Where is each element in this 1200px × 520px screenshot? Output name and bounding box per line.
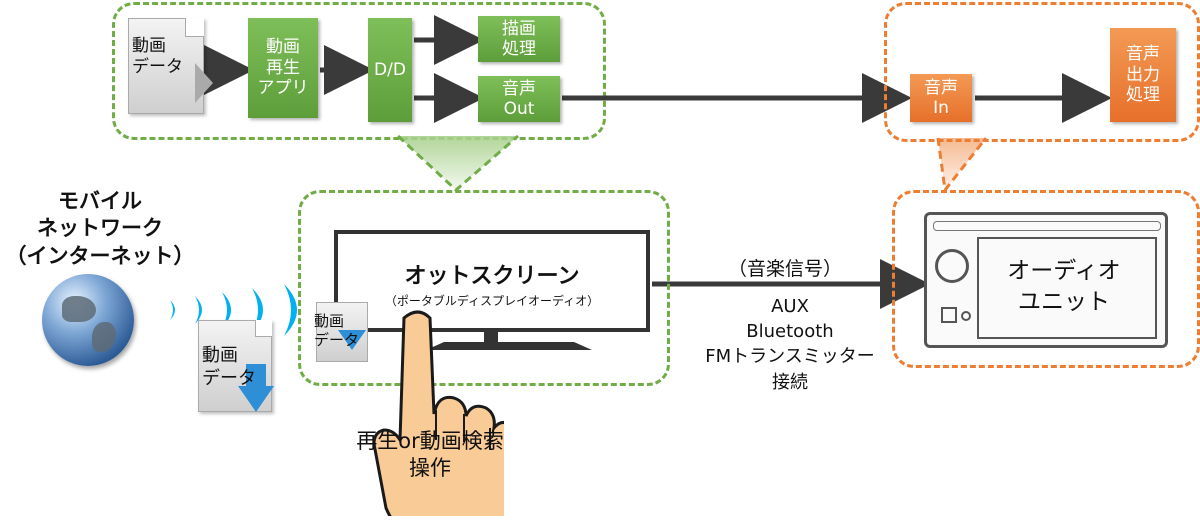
- screen-file-label: 動画 データ: [314, 312, 360, 349]
- screen-file-arrow-icon: [338, 330, 366, 350]
- audio-output-process-box: 音声 出力 処理: [1110, 28, 1176, 122]
- source-file-label: 動画 データ: [132, 36, 183, 78]
- audio-unit-label: オーディオ ユニット: [1007, 258, 1121, 316]
- mobile-network-label: モバイル ネットワーク （インターネット）: [5, 189, 195, 268]
- download-arrow-icon: [246, 364, 266, 386]
- video-file-icon: [128, 18, 213, 114]
- screen-title: オットスクリーン: [404, 264, 580, 289]
- hand-pointer-icon: [372, 310, 504, 516]
- audio-sink-callout: [884, 2, 1200, 142]
- render-process-box: 描画 処理: [478, 16, 560, 62]
- audio-in-box: 音声 In: [910, 74, 972, 122]
- portable-display: [334, 230, 650, 332]
- source-pipeline-callout: [112, 2, 606, 140]
- operation-label: 再生or動画検索 操作: [356, 429, 504, 481]
- video-player-app-box: 動画 再生 アプリ: [248, 18, 318, 118]
- music-signal-label: （音楽信号）: [727, 258, 842, 280]
- screen-subtitle: （ポータブルディスプレイオーディオ）: [384, 294, 600, 308]
- screen-callout: [298, 190, 670, 386]
- display-stand: [484, 332, 498, 342]
- audio-unit-callout: [892, 190, 1200, 368]
- dd-box: D/D: [368, 18, 412, 122]
- connection-methods-label: AUX Bluetooth FMトランスミッター 接続: [705, 296, 875, 393]
- globe-icon: [42, 274, 134, 366]
- download-arrow-head: [238, 386, 274, 412]
- audio-out-box: 音声 Out: [478, 76, 560, 122]
- car-audio-unit: [924, 212, 1168, 348]
- download-file-label: 動画 データ: [202, 345, 256, 390]
- orange-callout-pointer: [938, 138, 986, 190]
- green-callout-pointer: [398, 136, 518, 190]
- display-base: [426, 342, 592, 350]
